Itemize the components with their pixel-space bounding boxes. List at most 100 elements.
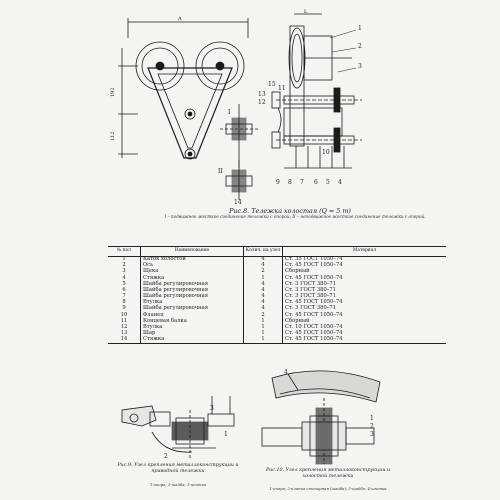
cell-name: Шайба регулировочная <box>140 287 244 294</box>
svg-text:1: 1 <box>370 415 374 422</box>
cell-no: 2 <box>122 262 126 269</box>
cell-qty: 1 <box>243 330 283 338</box>
cell-name: Втулка <box>140 324 244 331</box>
wheel-right <box>195 41 245 91</box>
cheek-plate <box>147 67 233 159</box>
cell-material: Ст. 45 ГОСТ 1050–74 <box>282 330 446 338</box>
cell-no: 14 <box>108 337 141 345</box>
cell-qty: 4 <box>243 262 283 269</box>
cell-no: 11 <box>120 317 128 324</box>
cell-no: 3 <box>122 268 126 275</box>
svg-text:5: 5 <box>326 179 330 186</box>
figure-9-caption-body: 1-опора; 2-шайба; 3-шпонка <box>149 482 207 487</box>
figure-9-drawing: 3 1 2 <box>121 396 235 460</box>
cell-no: 4 <box>122 274 126 281</box>
table-header-row: № пол Наименование Колич. на узел Матери… <box>108 246 446 257</box>
cell-no: 1 <box>122 255 126 262</box>
svg-text:11: 11 <box>278 85 286 92</box>
figure-10-drawing: 4 1 2 3 <box>261 369 381 465</box>
svg-text:I: I <box>228 109 231 116</box>
cell-name: Стяжка <box>140 337 244 345</box>
cell-name: Ось <box>140 262 244 269</box>
cell-material: Ст. 45 ГОСТ 1050–74 <box>282 275 446 282</box>
cell-material: Ст. 3 ГОСТ 380–71 <box>282 293 446 300</box>
cell-material: Ст. 45 ГОСТ 1050–74 <box>282 262 446 269</box>
figure-10-caption-title: Рис.10. Узел крепления металлоконструкци… <box>265 468 391 479</box>
cell-material: Сборный <box>282 269 446 276</box>
cell-qty: 1 <box>243 275 283 282</box>
figure-9-caption-title: Рис.9. Узел крепления металлоконструкции… <box>117 463 239 474</box>
svg-text:6: 6 <box>314 179 318 186</box>
cell-qty: 4 <box>243 287 283 294</box>
cell-name: Стяжка <box>140 275 244 282</box>
cell-qty: 2 <box>243 312 283 319</box>
svg-text:1: 1 <box>224 431 228 438</box>
cell-name: Концевая балка <box>140 318 244 325</box>
svg-text:15: 15 <box>268 81 276 88</box>
cell-qty: 4 <box>243 256 283 263</box>
header-no: № пол <box>108 246 141 257</box>
cell-no: 13 <box>120 330 128 337</box>
svg-text:3: 3 <box>370 431 374 438</box>
cell-name: Щека <box>140 269 244 276</box>
svg-text:A: A <box>177 16 182 22</box>
cell-no: 6 <box>122 286 126 293</box>
svg-text:10: 10 <box>322 149 330 156</box>
cell-qty: 1 <box>243 337 283 345</box>
cell-material: Сборный <box>282 318 446 325</box>
cell-qty: 1 <box>243 318 283 325</box>
svg-text:1: 1 <box>358 25 362 32</box>
svg-text:7: 7 <box>300 179 304 186</box>
figure-8-caption-title: Рис.8. Тележка холостая (Q = 5 т) <box>229 207 351 215</box>
svg-text:4: 4 <box>338 179 342 186</box>
parts-table: № пол Наименование Колич. на узел Матери… <box>108 246 446 345</box>
cell-material: Ст. 3 ГОСТ 380–71 <box>282 306 446 313</box>
header-qty: Колич. на узел <box>243 246 283 257</box>
svg-text:2: 2 <box>370 423 374 430</box>
cell-name: Шайба регулировочная <box>140 306 244 313</box>
cell-qty: 4 <box>243 299 283 307</box>
cell-no: 12 <box>120 324 128 331</box>
cell-qty: 4 <box>243 306 283 313</box>
svg-text:4: 4 <box>284 369 288 376</box>
cell-material: Ст. 3 ГОСТ 380–71 <box>282 281 446 288</box>
cell-name: Шар <box>140 330 244 338</box>
svg-text:192: 192 <box>110 87 116 97</box>
svg-text:2: 2 <box>358 43 362 50</box>
svg-text:9: 9 <box>276 179 280 186</box>
cell-no: 5 <box>122 280 126 287</box>
svg-text:L: L <box>304 9 308 15</box>
header-name: Наименование <box>140 246 244 257</box>
svg-text:112: 112 <box>110 131 116 141</box>
cell-material: Ст. 10 ГОСТ 1050–74 <box>282 324 446 331</box>
side-view-frame <box>289 25 305 147</box>
figure-10-caption-body: 1-опора; 2-планка стопорная (шайба); 3-ш… <box>269 486 387 491</box>
cell-qty: 1 <box>243 324 283 331</box>
cell-name: Шайба регулировочная <box>140 293 244 300</box>
cell-material: Ст. 45 ГОСТ 1050–74 <box>282 312 446 319</box>
cell-material: Ст. 45 ГОСТ 1050–74 <box>282 299 446 307</box>
cell-name: Фланец <box>140 312 244 319</box>
svg-text:3: 3 <box>358 63 362 70</box>
svg-text:3: 3 <box>210 405 214 412</box>
cell-qty: 4 <box>243 281 283 288</box>
cell-material: Ст. 3 ГОСТ 380–71 <box>282 287 446 294</box>
svg-text:2: 2 <box>164 453 168 460</box>
cell-no: 10 <box>120 311 128 318</box>
cell-material: Ст. 35 ГОСТ 1050–74 <box>282 256 446 263</box>
